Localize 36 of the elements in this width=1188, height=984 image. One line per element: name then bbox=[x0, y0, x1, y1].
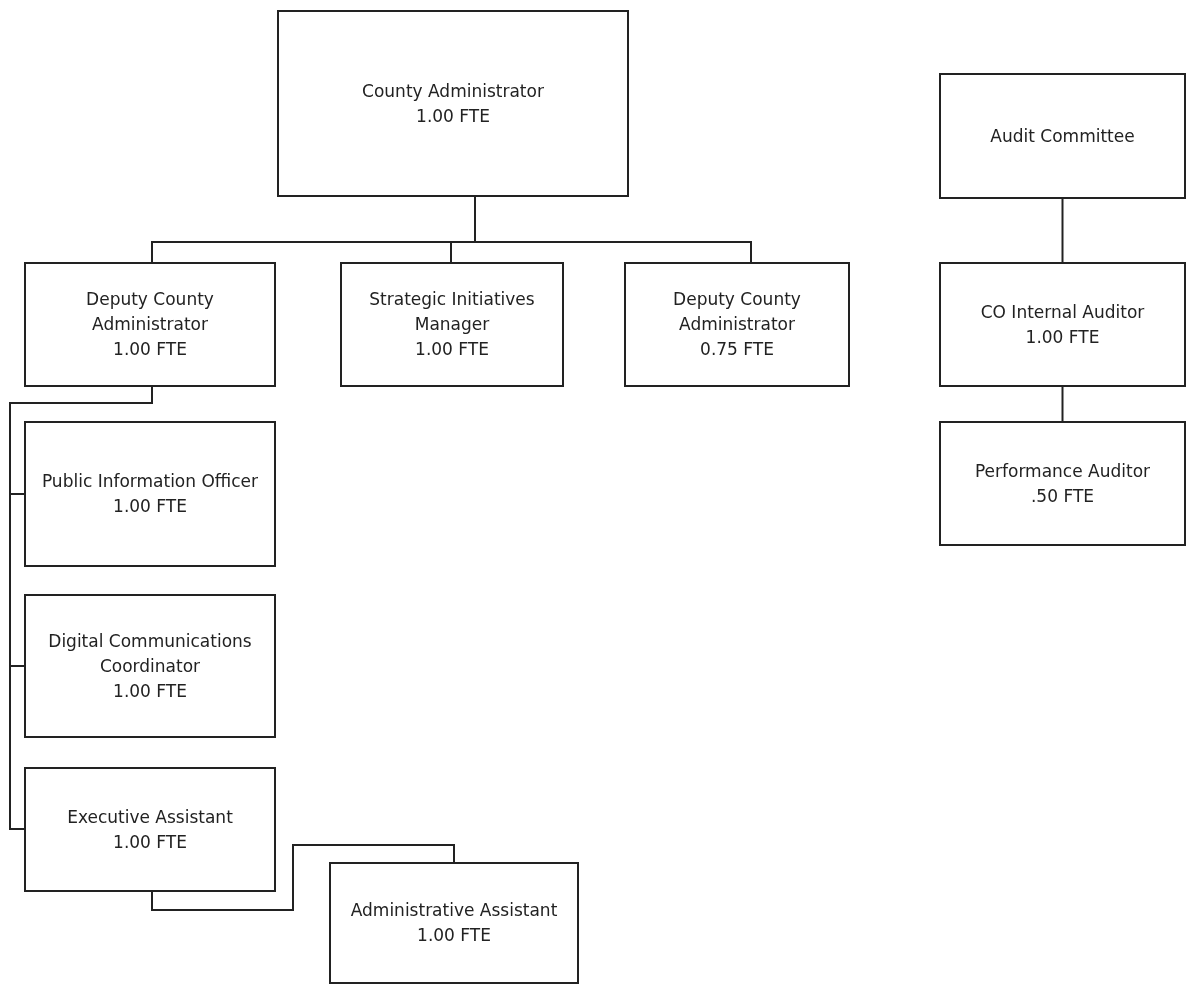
position-box bbox=[24, 421, 276, 567]
fte-count: 1.00 FTE bbox=[415, 338, 489, 361]
position-box bbox=[939, 73, 1186, 199]
fte-count: 1.00 FTE bbox=[1025, 325, 1100, 349]
fte-count: 1.00 FTE bbox=[113, 679, 187, 703]
position-title: Performance Auditor bbox=[974, 459, 1151, 483]
connector-line bbox=[474, 196, 752, 263]
position-title: Deputy County Administrator bbox=[85, 288, 215, 336]
position-title: CO Internal Auditor bbox=[980, 300, 1145, 324]
fte-count: 1.00 FTE bbox=[417, 924, 491, 947]
fte-count: 1.00 FTE bbox=[113, 830, 187, 854]
position-title: Audit Committee bbox=[990, 124, 1135, 148]
position-box bbox=[340, 262, 564, 387]
position-title: Strategic Initiatives Manager bbox=[368, 288, 536, 336]
connector-line bbox=[151, 844, 455, 911]
fte-count: 1.00 FTE bbox=[113, 495, 187, 518]
connector-line bbox=[1061, 386, 1064, 422]
connector-line bbox=[1061, 198, 1064, 263]
position-box bbox=[24, 262, 276, 387]
position-box bbox=[329, 862, 579, 984]
position-box bbox=[939, 262, 1186, 387]
fte-count: 1.00 FTE bbox=[113, 338, 187, 361]
position-box bbox=[624, 262, 850, 387]
position-box bbox=[939, 421, 1186, 546]
position-title: Executive Assistant bbox=[67, 805, 233, 829]
fte-count: 0.75 FTE bbox=[700, 338, 774, 361]
position-title: Public Information Officer bbox=[40, 470, 260, 493]
fte-count: 1.00 FTE bbox=[416, 104, 490, 128]
position-title: County Administrator bbox=[362, 79, 544, 103]
position-box bbox=[277, 10, 629, 197]
position-title: Digital Communications Coordinator bbox=[47, 629, 253, 678]
position-box bbox=[24, 767, 276, 892]
position-box bbox=[24, 594, 276, 738]
position-title: Deputy County Administrator bbox=[672, 288, 802, 336]
fte-count: .50 FTE bbox=[1030, 484, 1094, 508]
position-title: Administrative Assistant bbox=[349, 899, 559, 922]
